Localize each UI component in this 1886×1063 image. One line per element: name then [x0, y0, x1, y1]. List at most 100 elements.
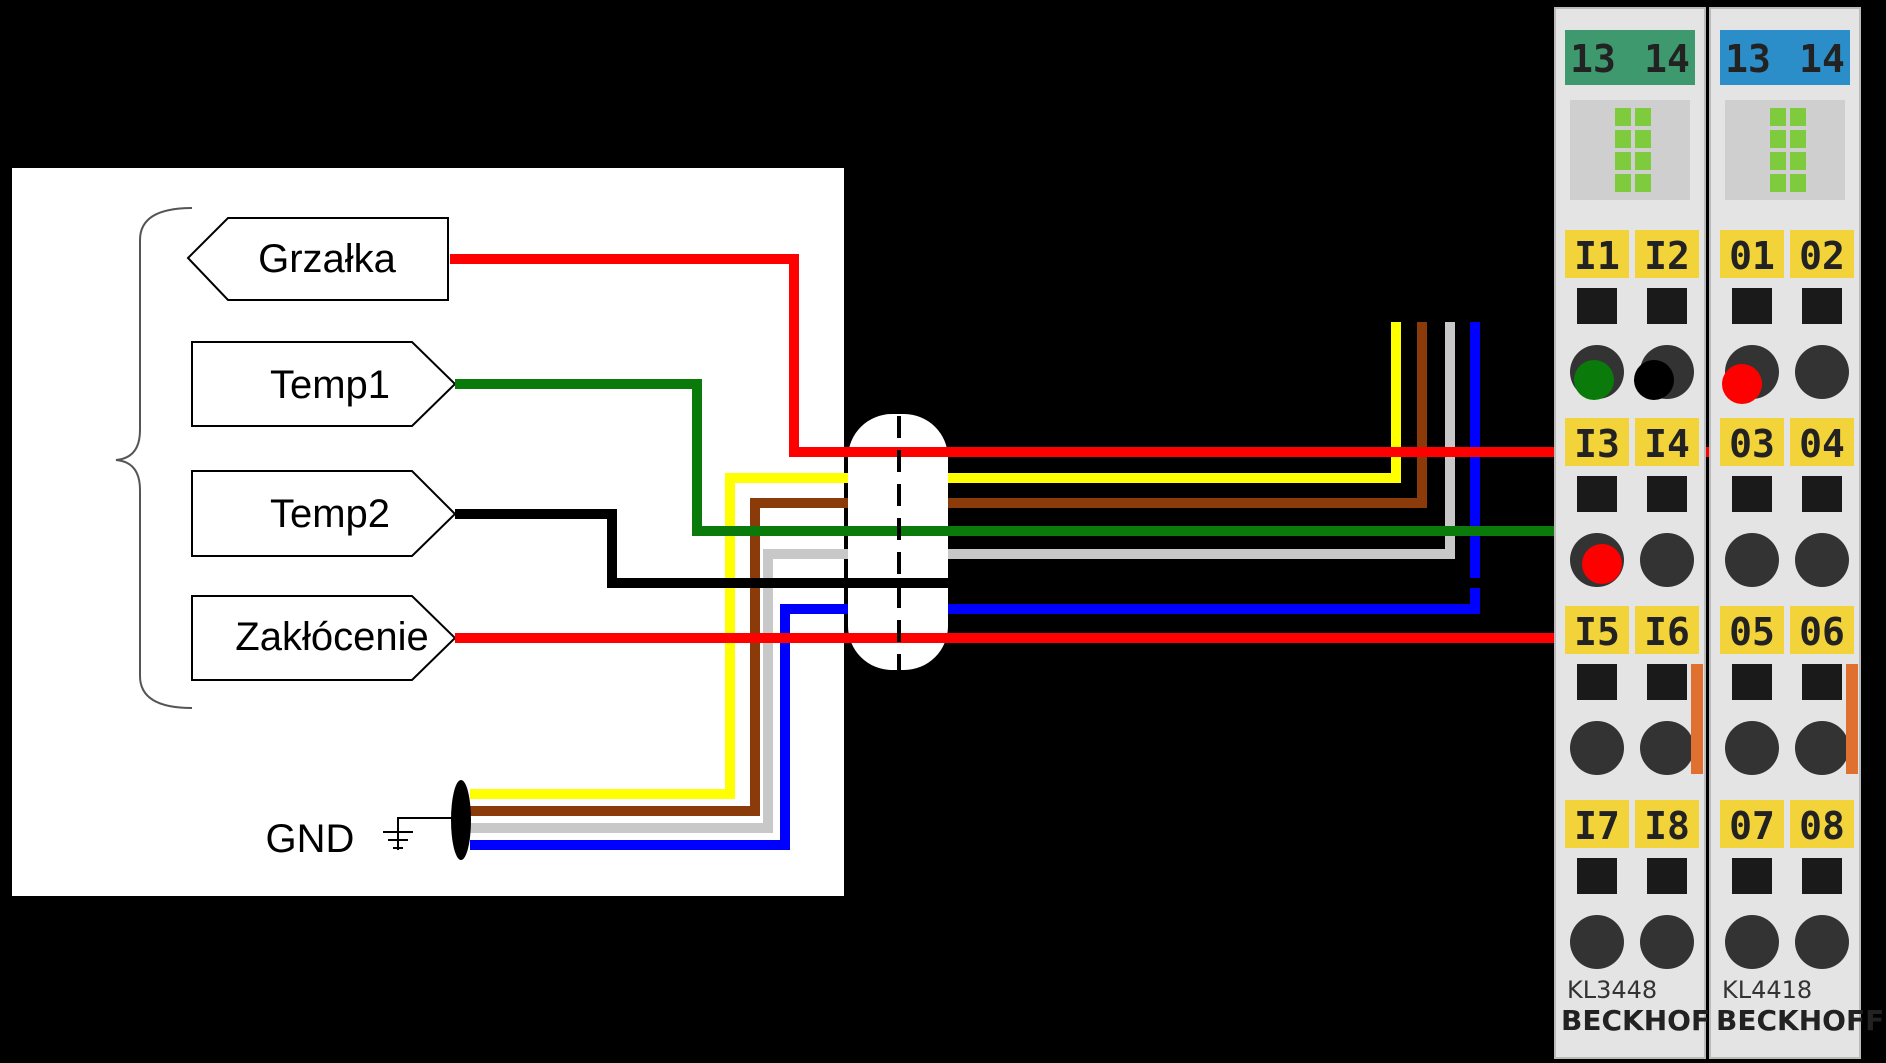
pin-label: 01: [1729, 234, 1775, 278]
pin-label-box: [1790, 418, 1854, 466]
signal-label-noise: Zakłócenie: [235, 615, 428, 659]
release-slot: [1647, 858, 1687, 894]
pin-label: I3: [1574, 422, 1620, 466]
connection-dot-green: [1574, 360, 1614, 400]
status-led: [1635, 130, 1651, 148]
pin-label-box: [1635, 800, 1699, 848]
pin-label-box: [1635, 230, 1699, 278]
top-label: 14: [1644, 37, 1690, 81]
top-label: 13: [1570, 37, 1616, 81]
wire-gray: [470, 322, 1455, 833]
release-slot: [1647, 664, 1687, 700]
pin-label: 07: [1729, 804, 1775, 848]
pin-label-box: [1790, 800, 1854, 848]
orange-marker: [1846, 664, 1858, 774]
ground-cable-clamp: [451, 780, 471, 860]
pin-label: I7: [1574, 804, 1620, 848]
release-slot: [1802, 664, 1842, 700]
status-led: [1790, 152, 1806, 170]
top-label: 13: [1725, 37, 1771, 81]
signal-group-brace: [115, 207, 193, 709]
status-led: [1770, 108, 1786, 126]
release-slot: [1577, 664, 1617, 700]
status-led: [1770, 174, 1786, 192]
terminal-hole: [1570, 721, 1624, 775]
terminal-hole: [1640, 915, 1694, 969]
pin-label-box: [1720, 800, 1784, 848]
pin-label-box: [1565, 800, 1629, 848]
module-model: KL3448: [1567, 976, 1657, 1004]
top-label: 14: [1799, 37, 1845, 81]
connection-dot-red-out: [1722, 364, 1762, 404]
pin-label-box: [1565, 606, 1629, 654]
release-slot: [1732, 476, 1772, 512]
signal-label-temp1: Temp1: [270, 363, 390, 407]
wire-terminal-dots: [1574, 360, 1762, 584]
release-slot: [1577, 476, 1617, 512]
pin-label: 02: [1799, 234, 1845, 278]
pin-label: 08: [1799, 804, 1845, 848]
shield-wire-group: [470, 322, 1480, 850]
status-led: [1615, 130, 1631, 148]
orange-marker: [1691, 664, 1703, 774]
terminal-hole: [1795, 533, 1849, 587]
status-led: [1615, 152, 1631, 170]
signal-label-heater: Grzałka: [258, 237, 397, 281]
pin-label: 03: [1729, 422, 1775, 466]
pin-label: I6: [1644, 610, 1690, 654]
release-slot: [1802, 858, 1842, 894]
release-slot: [1577, 858, 1617, 894]
connection-dot-black: [1634, 360, 1674, 400]
signal-box-temp1: Temp1: [191, 341, 457, 427]
signal-box-noise: Zakłócenie: [191, 595, 457, 681]
signal-box-temp2: Temp2: [191, 470, 457, 557]
status-led: [1635, 152, 1651, 170]
release-slot: [1802, 288, 1842, 324]
pin-label-box: [1720, 230, 1784, 278]
release-slot: [1802, 476, 1842, 512]
release-slot: [1647, 288, 1687, 324]
status-led: [1615, 174, 1631, 192]
terminal-hole: [1795, 915, 1849, 969]
status-led: [1790, 174, 1806, 192]
pin-label: 06: [1799, 610, 1845, 654]
release-slot: [1647, 476, 1687, 512]
pin-label: I4: [1644, 422, 1690, 466]
cable-gland: [848, 414, 948, 670]
terminal-hole: [1725, 915, 1779, 969]
module-model: KL4418: [1722, 976, 1812, 1004]
status-led: [1615, 108, 1631, 126]
terminal-hole: [1640, 533, 1694, 587]
pin-label: 05: [1729, 610, 1775, 654]
terminal-hole: [1640, 721, 1694, 775]
pin-label-box: [1790, 230, 1854, 278]
signal-label-temp2: Temp2: [270, 492, 390, 536]
pin-label-box: [1565, 230, 1629, 278]
release-slot: [1732, 858, 1772, 894]
pin-label: I8: [1644, 804, 1690, 848]
module-brand: BECKHOFF: [1561, 1004, 1729, 1037]
status-led: [1790, 108, 1806, 126]
terminal-hole: [1795, 345, 1849, 399]
terminal-hole: [1725, 533, 1779, 587]
pin-label-box: [1790, 606, 1854, 654]
pin-label: I2: [1644, 234, 1690, 278]
terminal-hole: [1570, 915, 1624, 969]
wire-yellow: [470, 322, 1401, 799]
status-led: [1770, 152, 1786, 170]
terminal-hole: [1725, 721, 1779, 775]
terminal-hole: [1795, 721, 1849, 775]
wire-brown: [470, 322, 1427, 816]
pin-label-box: [1720, 418, 1784, 466]
status-led: [1770, 130, 1786, 148]
ground-symbol: GND: [266, 817, 460, 861]
pin-label-box: [1720, 606, 1784, 654]
connection-dot-red-in: [1582, 544, 1622, 584]
status-led: [1635, 108, 1651, 126]
pin-label-box: [1635, 418, 1699, 466]
status-led: [1635, 174, 1651, 192]
pin-label: 04: [1799, 422, 1845, 466]
